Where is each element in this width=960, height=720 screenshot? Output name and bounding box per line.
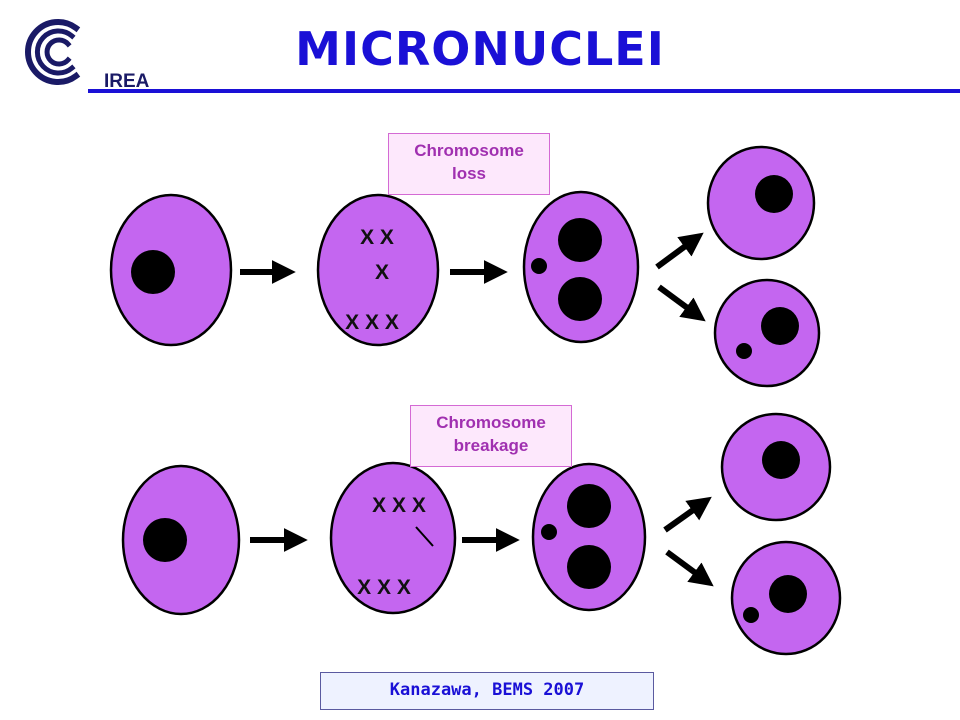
- title-underline: [88, 89, 960, 93]
- binucleate-cell-2: [531, 462, 647, 612]
- chromosome-breakage-label: Chromosome breakage: [410, 405, 572, 467]
- chromosome-marks: X X: [360, 226, 394, 249]
- broken-chromosome-fragment: [415, 526, 434, 547]
- nucleus: [755, 175, 793, 213]
- nucleus: [558, 277, 602, 321]
- citation: Kanazawa, BEMS 2007: [320, 672, 654, 710]
- page-title: MICRONUCLEI: [295, 22, 665, 76]
- label-line: breakage: [453, 436, 529, 455]
- nucleus: [762, 441, 800, 479]
- label-line: Chromosome: [414, 141, 524, 160]
- arrow-icon: [665, 549, 714, 587]
- binucleate-cell-1: [522, 190, 640, 344]
- arrow-icon: [663, 496, 712, 533]
- chromosome-marks: X X X: [345, 311, 399, 334]
- micronucleus: [541, 524, 557, 540]
- nucleus: [143, 518, 187, 562]
- chromosome-loss-label: Chromosome loss: [388, 133, 550, 195]
- metaphase-cell-2: [329, 461, 457, 615]
- nucleus: [769, 575, 807, 613]
- nucleus: [567, 484, 611, 528]
- chromosome-marks: X X X: [372, 494, 426, 517]
- chromosome-marks: X X X: [357, 576, 411, 599]
- nucleus: [567, 545, 611, 589]
- chromosome-marks: X: [375, 261, 389, 284]
- arrow-icon: [657, 284, 706, 322]
- nucleus: [558, 218, 602, 262]
- logo-text: IREA: [104, 71, 150, 92]
- label-line: loss: [451, 164, 487, 183]
- nucleus: [131, 250, 175, 294]
- cnr-logo-icon: [25, 19, 81, 85]
- micronucleus: [736, 343, 752, 359]
- micronucleus: [531, 258, 547, 274]
- nucleus: [761, 307, 799, 345]
- label-line: Chromosome: [436, 413, 546, 432]
- metaphase-cell-1: [316, 193, 440, 347]
- logo: IREA: [14, 14, 164, 92]
- arrow-icon: [655, 232, 704, 270]
- micronucleus: [743, 607, 759, 623]
